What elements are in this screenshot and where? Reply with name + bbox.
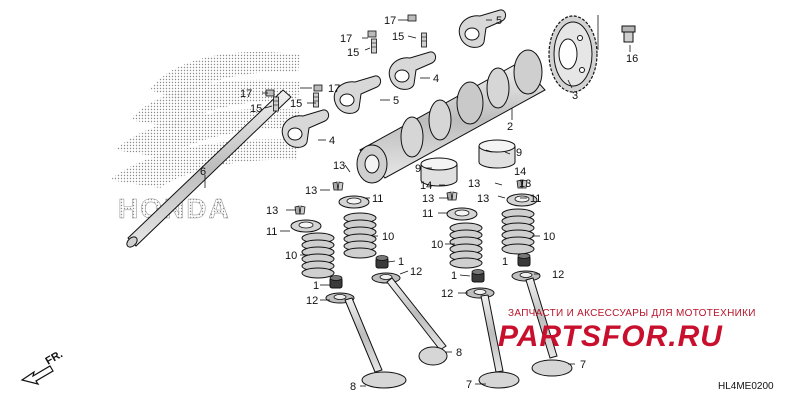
callout-3: 3 — [572, 90, 578, 102]
callout-labels: 3 16 2 6 5 17 15 17 15 4 17 15 5 17 15 4… — [200, 15, 638, 393]
valve-train-right-rear — [446, 191, 520, 389]
callout-15b: 15 — [347, 47, 359, 59]
callout-5b: 5 — [393, 95, 399, 107]
watermark: ЗАПЧАСТИ И АКСЕССУАРЫ ДЛЯ МОТОТЕХНИКИ PA… — [498, 308, 756, 353]
callout-8a: 8 — [456, 347, 462, 359]
sprocket-bolt — [621, 25, 636, 43]
callout-12b: 12 — [306, 295, 318, 307]
callout-17c: 17 — [328, 83, 340, 95]
callout-11b: 11 — [266, 226, 277, 238]
watermark-site: PARTSFOR.RU — [498, 320, 723, 353]
callout-17a: 17 — [384, 15, 396, 27]
callout-10b: 10 — [285, 250, 297, 262]
callout-4b: 4 — [329, 135, 335, 147]
callout-15d: 15 — [250, 103, 262, 115]
diagram-code: HL4ME0200 — [718, 381, 774, 392]
callout-12c: 12 — [441, 288, 453, 300]
callout-9a: 9 — [415, 163, 421, 175]
camshaft — [356, 49, 546, 184]
callout-13g: 13 — [519, 178, 531, 190]
callout-1b: 1 — [313, 280, 319, 292]
honda-wing-logo: HONDA — [110, 51, 300, 224]
valve-train-left-rear — [290, 205, 407, 389]
callout-13e: 13 — [422, 193, 434, 205]
callout-5a: 5 — [496, 15, 502, 27]
callout-13f: 13 — [477, 193, 489, 205]
callout-13c: 13 — [266, 205, 278, 217]
callout-17d: 17 — [240, 88, 252, 100]
front-direction-indicator: FR. — [20, 348, 65, 385]
callout-16: 16 — [626, 53, 638, 65]
callout-9b: 9 — [516, 147, 522, 159]
callout-7b: 7 — [580, 359, 586, 371]
callout-1c: 1 — [451, 270, 457, 282]
callout-6: 6 — [200, 166, 206, 178]
callout-12d: 12 — [552, 269, 564, 281]
callout-2: 2 — [507, 121, 513, 133]
cam-sprocket — [548, 15, 598, 93]
front-label: FR. — [44, 348, 65, 367]
callout-10a: 10 — [382, 231, 394, 243]
callout-11d: 11 — [530, 193, 541, 205]
callout-8b: 8 — [350, 381, 356, 393]
callout-13d: 13 — [468, 178, 480, 190]
watermark-subtitle: ЗАПЧАСТИ И АКСЕССУАРЫ ДЛЯ МОТОТЕХНИКИ — [508, 308, 756, 319]
callout-15a: 15 — [392, 31, 404, 43]
callout-12a: 12 — [410, 266, 422, 278]
callout-11c: 11 — [422, 208, 433, 220]
valve-train-right-front — [501, 179, 573, 377]
callout-10d: 10 — [543, 231, 555, 243]
callout-14b: 14 — [514, 166, 526, 178]
callout-13a: 13 — [333, 160, 345, 172]
callout-14a: 14 — [420, 180, 432, 192]
leader-lines — [204, 15, 631, 387]
callout-10c: 10 — [431, 239, 443, 251]
callout-17b: 17 — [340, 33, 352, 45]
callout-11a: 11 — [372, 193, 383, 205]
callout-1d: 1 — [502, 256, 508, 268]
callout-7a: 7 — [466, 379, 472, 391]
callout-4a: 4 — [433, 73, 439, 85]
callout-1a: 1 — [398, 256, 404, 268]
front-arrow-icon — [20, 365, 54, 385]
valve-train-left-front — [332, 181, 448, 366]
callout-15c: 15 — [290, 98, 302, 110]
callout-13b: 13 — [305, 185, 317, 197]
rocker-shaft — [126, 89, 292, 248]
